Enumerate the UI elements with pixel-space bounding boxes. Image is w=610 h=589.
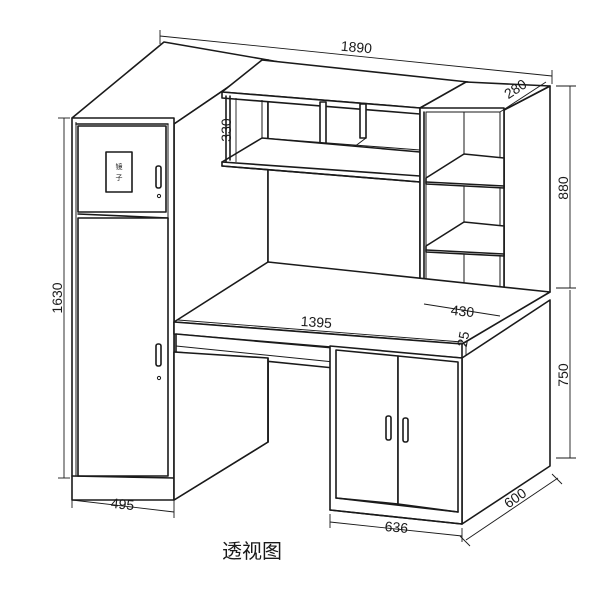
mirror-panel bbox=[105, 151, 133, 193]
cabinet-handle-right bbox=[402, 417, 409, 443]
upper-door-lock bbox=[156, 193, 162, 199]
dim-cabinet-width: 636 bbox=[384, 518, 409, 536]
dim-desk-width: 1395 bbox=[300, 313, 332, 331]
dim-desk-height: 750 bbox=[555, 363, 571, 387]
mirror-label-line2: 子 bbox=[116, 174, 123, 182]
upper-door-handle bbox=[155, 165, 162, 189]
tower-shelf-1 bbox=[425, 153, 505, 189]
cabinet-handle-left bbox=[385, 415, 392, 441]
lower-door-lock bbox=[156, 375, 162, 381]
dim-shelf-height: 330 bbox=[218, 118, 234, 142]
shelf-divider-2 bbox=[359, 103, 367, 139]
tower-side-panel bbox=[503, 85, 551, 317]
mirror-label-line1: 镜 bbox=[116, 162, 123, 171]
tower-shelf-2 bbox=[425, 221, 505, 257]
dim-hutch-height: 880 bbox=[555, 176, 571, 200]
dim-side-shelf-width: 430 bbox=[450, 302, 475, 320]
lower-cabinet bbox=[329, 299, 551, 525]
wardrobe-lower-door bbox=[77, 217, 169, 477]
desk bbox=[173, 261, 551, 501]
diagram-caption: 透视图 bbox=[222, 539, 282, 563]
hutch bbox=[221, 59, 469, 291]
dim-total-width: 1890 bbox=[340, 38, 373, 57]
dim-wardrobe-width: 495 bbox=[110, 495, 135, 513]
dimension-lines: 1890 280 880 750 330 1630 1395 25 430 bbox=[49, 30, 576, 547]
dim-wardrobe-height: 1630 bbox=[49, 282, 65, 313]
dim-desktop-thickness: 25 bbox=[454, 330, 472, 348]
lower-door-handle bbox=[155, 343, 162, 367]
wardrobe-side-lower bbox=[173, 351, 269, 501]
